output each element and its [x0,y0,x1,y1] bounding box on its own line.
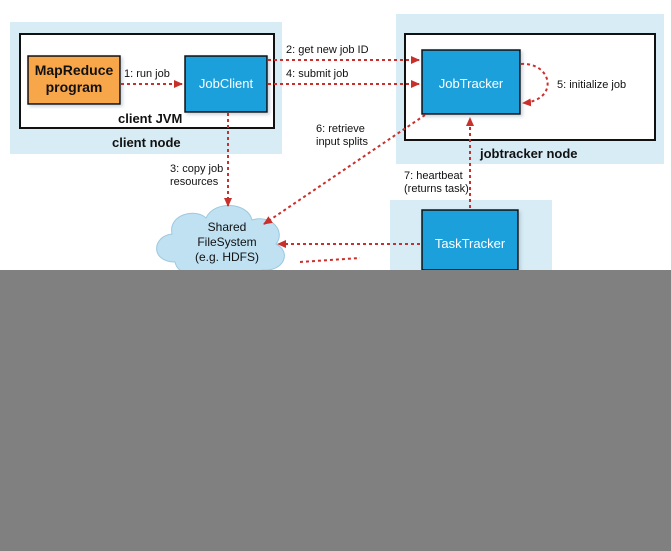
jobclient-box [184,55,268,113]
step-3-line2: resources [170,176,219,188]
shared-fs-line3: (e.g. HDFS) [194,250,259,264]
arrow-partial-lower [299,257,361,263]
tasktracker-box [421,209,519,271]
program-label-line2: program [45,79,103,95]
step-5-label: 5: initialize job [557,79,627,91]
step-7-label: 7: heartbeat (returns task) [404,170,469,196]
program-label: MapReduce program [28,62,120,96]
step-7-line2: (returns task) [404,183,469,195]
step-6-label: 6: retrieve input splits [316,123,368,149]
jobtracker-box [421,49,521,115]
shared-fs-label: Shared FileSystem (e.g. HDFS) [172,220,282,265]
jobtracker-label: JobTracker [438,76,504,91]
step-7-line1: 7: heartbeat [404,170,463,182]
step-6-line2: input splits [316,136,368,148]
arrow-initialize-job [520,62,549,107]
program-label-line1: MapReduce [34,62,114,78]
jobtracker-node-label: jobtracker node [480,146,578,161]
shared-fs-line1: Shared [207,220,247,234]
tasktracker-label: TaskTracker [434,236,506,251]
step-6-line1: 6: retrieve [316,123,365,135]
arrow-retrieve-input-splits [263,114,426,225]
client-node-label: client node [112,135,181,150]
step-3-line1: 3: copy job [170,163,224,175]
step-3-label: 3: copy job resources [170,163,223,189]
step-2-label: 2: get new job ID [286,44,369,56]
mapreduce-program-box [27,55,121,105]
jobclient-label: JobClient [198,76,254,91]
step-4-label: 4: submit job [286,68,349,80]
gray-overlay [0,270,671,551]
step-1-label: 1: run job [124,68,170,80]
client-jvm-label: client JVM [118,111,183,126]
shared-fs-line2: FileSystem [197,235,257,249]
